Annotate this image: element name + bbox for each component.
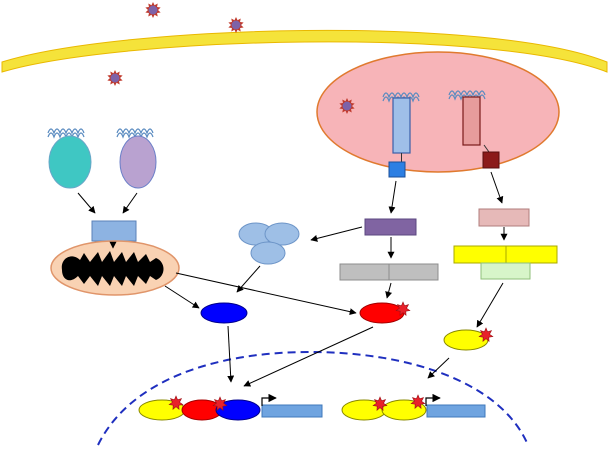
phospho-star-icon: [478, 327, 494, 343]
transcription-factor-yellow-phospho: [443, 327, 494, 351]
arrow: [476, 282, 504, 328]
ligand-core: [342, 101, 352, 111]
cell-membrane: [1, 29, 608, 73]
receptor-red: [448, 90, 500, 169]
arrow: [164, 285, 200, 309]
ligand-icon: [145, 2, 161, 18]
transcription-arrow-icon: [425, 393, 441, 406]
arrow: [236, 265, 261, 293]
ligand-icon: [228, 17, 244, 33]
phospho-star-shape: [212, 396, 228, 412]
phospho-star-shape: [478, 327, 494, 343]
phospho-star-shape: [395, 301, 411, 317]
pathway-arrows: [77, 171, 508, 387]
endosome-vesicle: [316, 51, 560, 173]
phospho-star-icon: [372, 396, 388, 412]
ligand-icon: [339, 98, 355, 114]
receptor-blue: [382, 92, 420, 178]
transcription-factor-red-phospho: [359, 301, 411, 324]
ligand-core: [231, 20, 241, 30]
promoter-complex-right: [341, 393, 486, 421]
transcription-factor-blue: [200, 302, 248, 324]
kinase-box-purple: [364, 218, 417, 236]
phospho-star-icon: [410, 394, 426, 410]
phospho-star-shape: [372, 396, 388, 412]
receptor-teal: [47, 128, 92, 189]
phospho-star-icon: [168, 395, 184, 411]
adaptor-box-light-blue: [91, 220, 137, 242]
ligand-core: [110, 73, 120, 83]
complex-box-gray: [339, 263, 439, 281]
arrow: [388, 180, 397, 214]
complex-box-yellow: [453, 245, 558, 264]
kinase-box-pink: [478, 208, 530, 227]
nucleus-envelope: [97, 350, 529, 446]
transcription-arrow-icon: [261, 393, 277, 406]
protein-cluster: [238, 222, 300, 265]
arrow: [310, 226, 363, 242]
subunit-box-green: [480, 262, 531, 280]
receptor-lavender: [116, 128, 157, 189]
phospho-star-shape: [168, 395, 184, 411]
phospho-star-icon: [395, 301, 411, 317]
arrow: [227, 325, 235, 383]
arrow: [175, 272, 357, 316]
phospho-star-icon: [212, 396, 228, 412]
ligand-core: [148, 5, 158, 15]
ligand-icon: [107, 70, 123, 86]
promoter-complex-left: [138, 393, 323, 421]
arrow: [243, 326, 374, 387]
phospho-star-shape: [410, 394, 426, 410]
mitochondrion-icon: [50, 240, 180, 296]
arrow: [427, 357, 450, 379]
arrow: [385, 282, 393, 299]
arrow: [77, 192, 96, 214]
arrow: [122, 192, 138, 214]
arrow: [490, 171, 504, 204]
